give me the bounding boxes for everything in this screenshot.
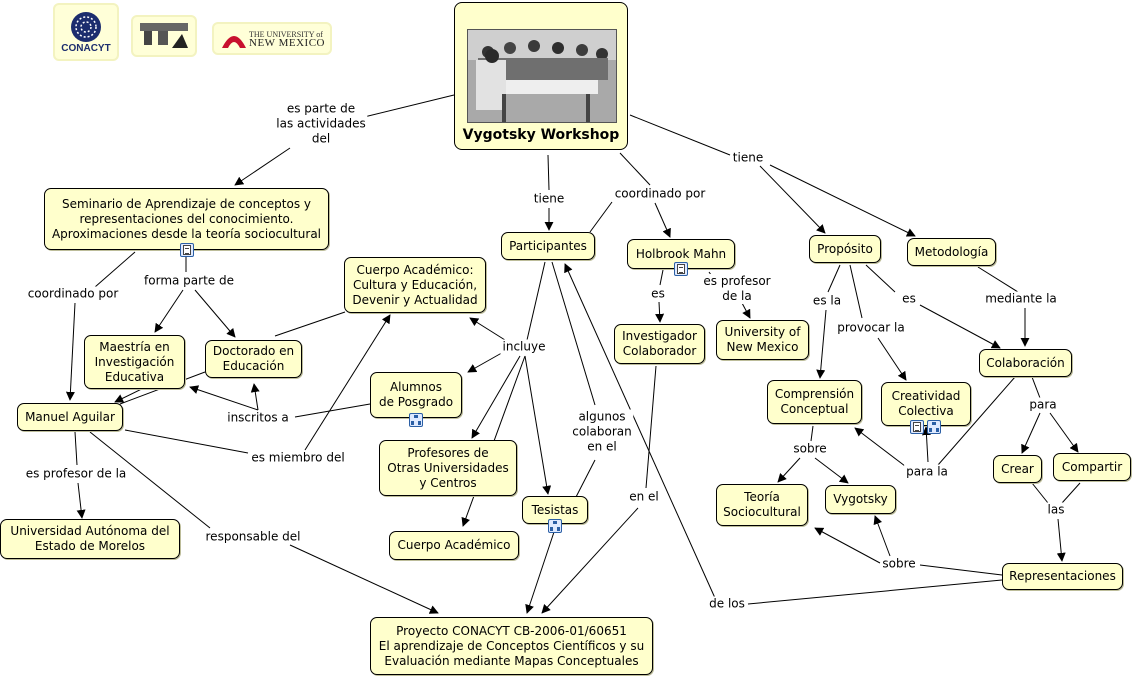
link-label: de los bbox=[707, 596, 747, 612]
unm-logo: THE UNIVERSITY of NEW MEXICO bbox=[212, 22, 332, 55]
link-label: sobre bbox=[880, 556, 918, 572]
link-label: tiene bbox=[730, 150, 766, 166]
alumnos-node[interactable]: Alumnos de Posgrado bbox=[370, 372, 462, 418]
link-label: las bbox=[1045, 502, 1067, 518]
profesores-node[interactable]: Profesores de Otras Universidades y Cent… bbox=[379, 440, 517, 496]
link-label: es bbox=[649, 286, 667, 302]
unm-node[interactable]: University of New Mexico bbox=[716, 320, 809, 360]
link-label: coordinado por bbox=[25, 286, 121, 302]
crear-node[interactable]: Crear bbox=[993, 455, 1042, 483]
participantes-node[interactable]: Participantes bbox=[501, 232, 595, 260]
cuerpo-academico-node[interactable]: Cuerpo Académico bbox=[389, 531, 519, 560]
vygotsky-workshop-node[interactable]: Vygotsky Workshop bbox=[454, 2, 628, 150]
uaem-node[interactable]: Universidad Autónoma del Estado de Morel… bbox=[0, 519, 180, 559]
document-icon[interactable] bbox=[910, 420, 924, 434]
link-label: provocar la bbox=[835, 320, 907, 336]
doctorado-node[interactable]: Doctorado en Educación bbox=[205, 340, 302, 378]
link-label: responsable del bbox=[203, 529, 303, 545]
seminario-node[interactable]: Seminario de Aprendizaje de conceptos y … bbox=[44, 188, 329, 250]
workshop-photo-scene bbox=[468, 30, 616, 122]
title: Vygotsky Workshop bbox=[462, 127, 620, 143]
concept-map-icon[interactable] bbox=[927, 420, 941, 434]
link-label: es profesor de la bbox=[701, 274, 773, 304]
proyecto-node[interactable]: Proyecto CONACYT CB-2006-01/60651 El apr… bbox=[370, 617, 653, 675]
link-label: para bbox=[1027, 397, 1059, 413]
document-icon[interactable] bbox=[180, 243, 194, 257]
link-label: en el bbox=[627, 489, 661, 505]
comprension-node[interactable]: Comprensión Conceptual bbox=[767, 380, 862, 424]
link-label: es miembro del bbox=[249, 450, 347, 466]
unm-logo-big: NEW MEXICO bbox=[249, 36, 325, 49]
representaciones-node[interactable]: Representaciones bbox=[1002, 563, 1123, 590]
conacyt-logo: CONACYT bbox=[53, 3, 119, 61]
link-label: es bbox=[900, 291, 918, 307]
workshop-photo bbox=[467, 29, 617, 123]
vygotsky-node[interactable]: Vygotsky bbox=[825, 485, 896, 514]
link-label: para la bbox=[904, 464, 950, 480]
investigador-node[interactable]: Investigador Colaborador bbox=[614, 324, 705, 364]
document-icon[interactable] bbox=[674, 262, 688, 276]
link-label: sobre bbox=[791, 441, 829, 457]
link-label: incluye bbox=[500, 339, 548, 355]
concept-map-icon[interactable] bbox=[548, 519, 562, 533]
conacyt-logo-mark bbox=[71, 11, 101, 42]
link-label: mediante la bbox=[983, 291, 1059, 307]
colaboracion-node[interactable]: Colaboración bbox=[979, 349, 1072, 377]
teoria-node[interactable]: Teoría Sociocultural bbox=[716, 484, 808, 526]
link-label: inscritos a bbox=[225, 410, 291, 426]
manuel-aguilar-node[interactable]: Manuel Aguilar bbox=[17, 403, 123, 431]
conacyt-logo-text: CONACYT bbox=[61, 42, 111, 54]
link-label: es parte de las actividades del bbox=[274, 101, 368, 147]
link-label: tiene bbox=[531, 191, 567, 207]
link-label: forma parte de bbox=[142, 273, 236, 289]
maestria-node[interactable]: Maestría en Investigación Educativa bbox=[84, 335, 185, 389]
cuerpo-academico-full-node[interactable]: Cuerpo Académico: Cultura y Educación, D… bbox=[344, 257, 486, 313]
creatividad-node[interactable]: Creatividad Colectiva bbox=[881, 382, 971, 426]
link-label: coordinado por bbox=[612, 186, 708, 202]
link-label: es profesor de la bbox=[23, 466, 129, 482]
unm-logo-text: THE UNIVERSITY of NEW MEXICO bbox=[249, 29, 325, 49]
metodologia-node[interactable]: Metodología bbox=[907, 238, 996, 266]
proposito-node[interactable]: Propósito bbox=[809, 235, 881, 263]
institution-seal-mark bbox=[140, 23, 188, 48]
concept-map-icon[interactable] bbox=[409, 413, 423, 427]
compartir-node[interactable]: Compartir bbox=[1053, 453, 1131, 481]
unm-logo-mark bbox=[222, 35, 246, 48]
institution-seal-logo bbox=[131, 15, 197, 57]
unm-logo-small: THE UNIVERSITY of bbox=[249, 29, 323, 39]
link-label: algunos colaboran en el bbox=[570, 409, 634, 455]
link-label: es la bbox=[810, 293, 844, 309]
